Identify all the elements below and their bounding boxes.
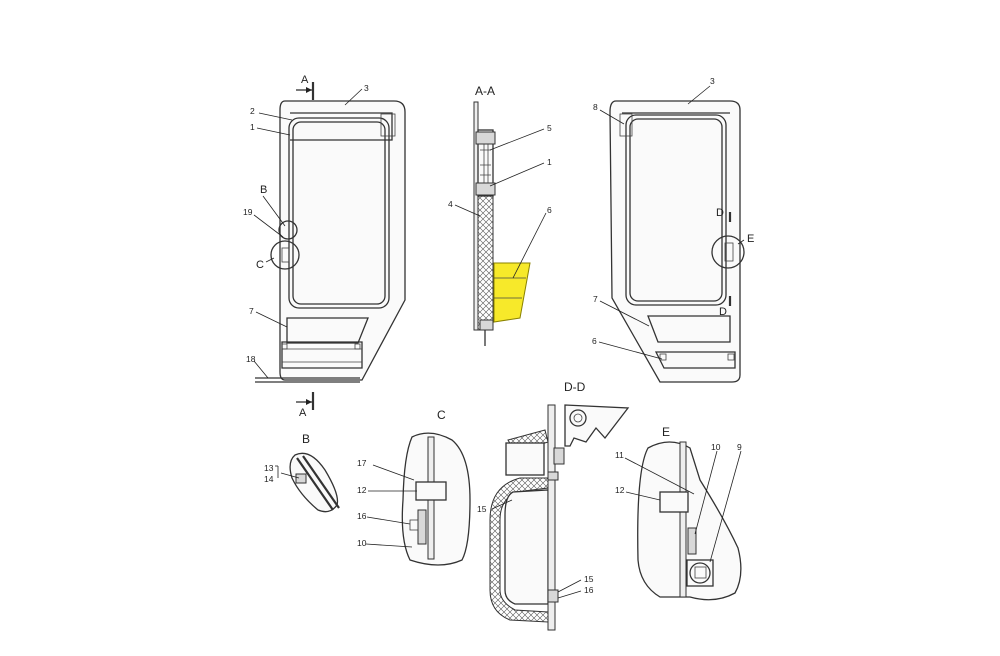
callout-18: 18 — [246, 354, 256, 364]
section-a-top-label: A — [301, 74, 309, 86]
callout-10-e: 10 — [711, 442, 721, 452]
callout-19: 19 — [243, 207, 253, 217]
callout-2: 2 — [250, 106, 255, 116]
section-dd-labels: D-D 15 15 16 — [477, 380, 594, 595]
callout-3: 3 — [364, 83, 369, 93]
callout-6-right: 6 — [592, 336, 597, 346]
callout-12-c: 12 — [357, 485, 367, 495]
section-dd-title: D-D — [564, 380, 586, 394]
detail-b-view — [275, 452, 340, 513]
detail-e-view — [624, 441, 742, 601]
detail-e-labels: E 11 12 10 9 — [615, 425, 742, 495]
callout-5: 5 — [547, 123, 552, 133]
callout-4: 4 — [448, 199, 453, 209]
callout-9: 9 — [737, 442, 742, 452]
callout-12-e: 12 — [615, 485, 625, 495]
detail-b-marker: B — [260, 184, 267, 196]
detail-c-view — [365, 432, 471, 566]
detail-d-marker-top: D — [716, 207, 724, 219]
section-dd-view — [489, 404, 630, 631]
left-door-labels: A A B C 3 2 1 19 7 18 — [243, 74, 369, 419]
section-aa-title: A-A — [475, 84, 495, 98]
section-aa-view — [454, 101, 547, 346]
right-door-labels: D D E 3 8 7 6 — [592, 76, 754, 346]
detail-b-title: B — [302, 432, 310, 446]
callout-16-dd: 16 — [584, 585, 594, 595]
callout-11: 11 — [615, 450, 624, 460]
callout-15-dd-right: 15 — [584, 574, 594, 584]
callout-7-right: 7 — [593, 294, 598, 304]
detail-c-title: C — [437, 408, 446, 422]
section-aa-labels: A-A 5 1 4 6 — [448, 84, 552, 215]
detail-c-labels: C 17 12 16 10 — [357, 408, 446, 548]
callout-14: 14 — [264, 474, 274, 484]
callout-1-aa: 1 — [547, 157, 552, 167]
callout-16-c: 16 — [357, 511, 367, 521]
detail-b-labels: B 13 14 — [264, 432, 310, 484]
detail-c-marker: C — [256, 259, 264, 271]
callout-17: 17 — [357, 458, 367, 468]
callout-15-dd-left: 15 — [477, 504, 487, 514]
callout-8: 8 — [593, 102, 598, 112]
detail-e-marker: E — [747, 233, 754, 245]
detail-e-title: E — [662, 425, 670, 439]
callout-6-aa: 6 — [547, 205, 552, 215]
section-a-bottom-label: A — [299, 407, 307, 419]
left-door-view — [253, 82, 406, 410]
callout-7: 7 — [249, 306, 254, 316]
detail-d-marker-bottom: D — [719, 306, 727, 318]
callout-10-c: 10 — [357, 538, 367, 548]
callout-13: 13 — [264, 463, 274, 473]
callout-1: 1 — [250, 122, 255, 132]
right-door-view — [598, 85, 745, 383]
callout-3-right: 3 — [710, 76, 715, 86]
